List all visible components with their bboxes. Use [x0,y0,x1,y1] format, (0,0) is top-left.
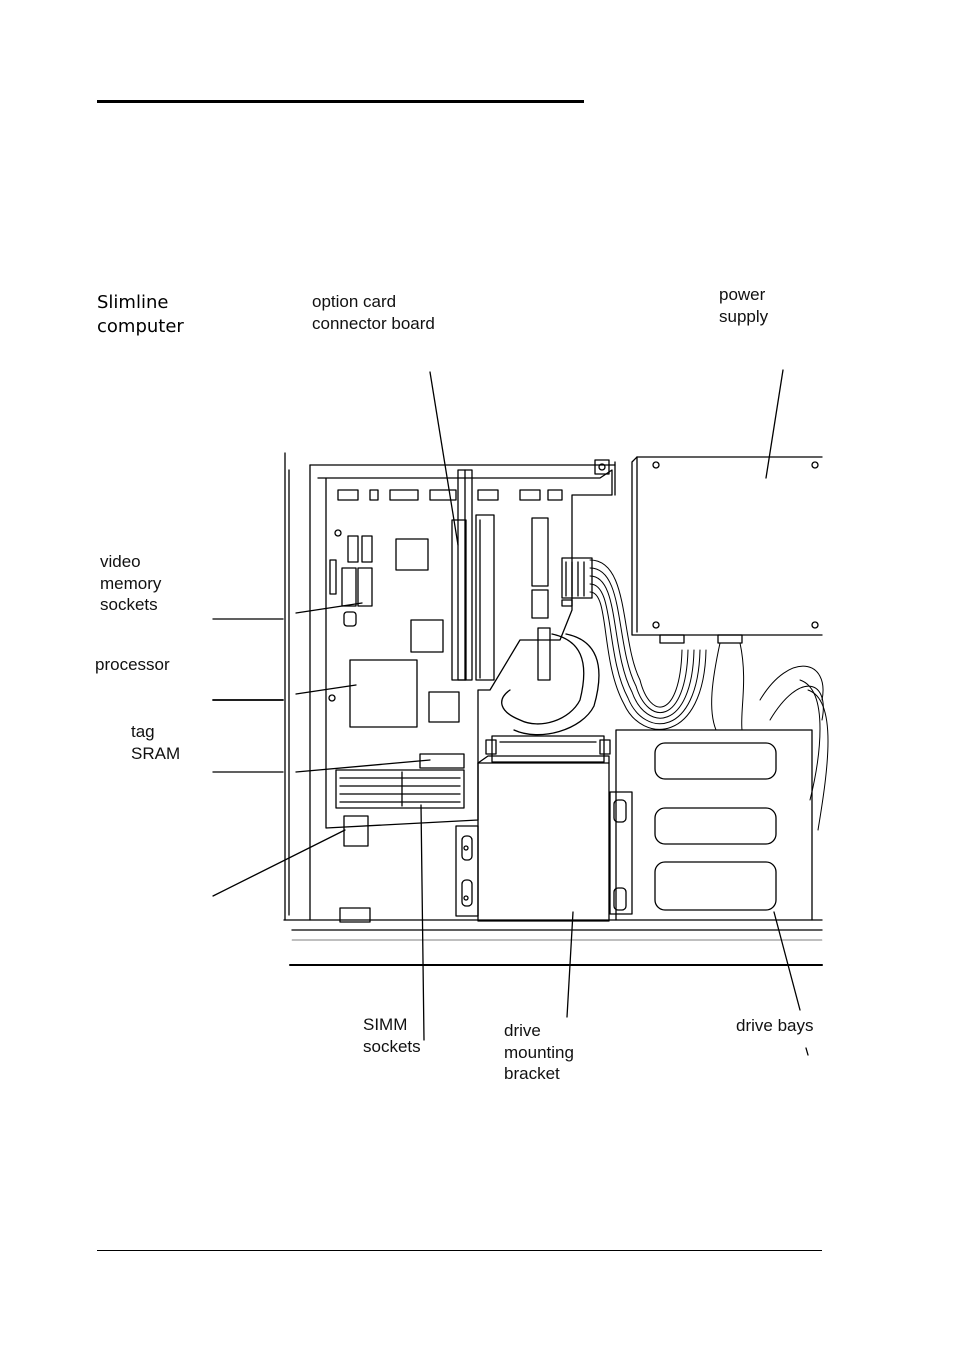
label-line: supply [719,306,769,326]
label-line: processor [95,655,170,674]
label-line: power [719,285,766,304]
label-line: tag [131,722,155,741]
label-simm-sockets: SIMM sockets [363,1014,421,1057]
label-line: sockets [363,1036,421,1056]
label-line: option card [312,292,397,311]
label-line: sockets [100,595,158,614]
label-power-supply: power supply [719,284,768,327]
label-processor: processor [95,654,170,676]
power-supply-unit [632,457,822,643]
drive-ribbon-cable [486,634,610,762]
bottom-rule [97,1250,822,1251]
motherboard [318,460,612,922]
option-card-connector-board [452,470,592,680]
label-line: video [100,552,141,571]
figure-caption: Slimline computer [97,291,184,339]
label-line: drive [504,1021,541,1040]
chassis-frame [284,453,822,965]
power-cables [590,560,828,830]
drive-mounting-bracket [456,756,632,921]
drive-bays-cage [616,730,812,920]
caption-line-2: computer [97,316,184,337]
label-tag-sram: tag SRAM [131,721,180,764]
label-line: drive bays [736,1016,814,1035]
caption-line-1: Slimline [97,292,169,313]
label-line: mounting [504,1042,574,1062]
label-line: SRAM [131,743,181,763]
label-option-card-connector-board: option card connector board [312,291,435,334]
label-line: connector board [312,313,435,333]
label-drive-bays: drive bays [736,1015,813,1037]
callout-lines [213,370,808,1055]
label-line: bracket [504,1064,560,1083]
label-video-memory-sockets: video memory sockets [100,551,161,616]
label-drive-mounting-bracket: drive mounting bracket [504,1020,574,1085]
label-line: SIMM [363,1015,408,1034]
label-line: memory [100,573,162,593]
top-rule [97,100,584,103]
